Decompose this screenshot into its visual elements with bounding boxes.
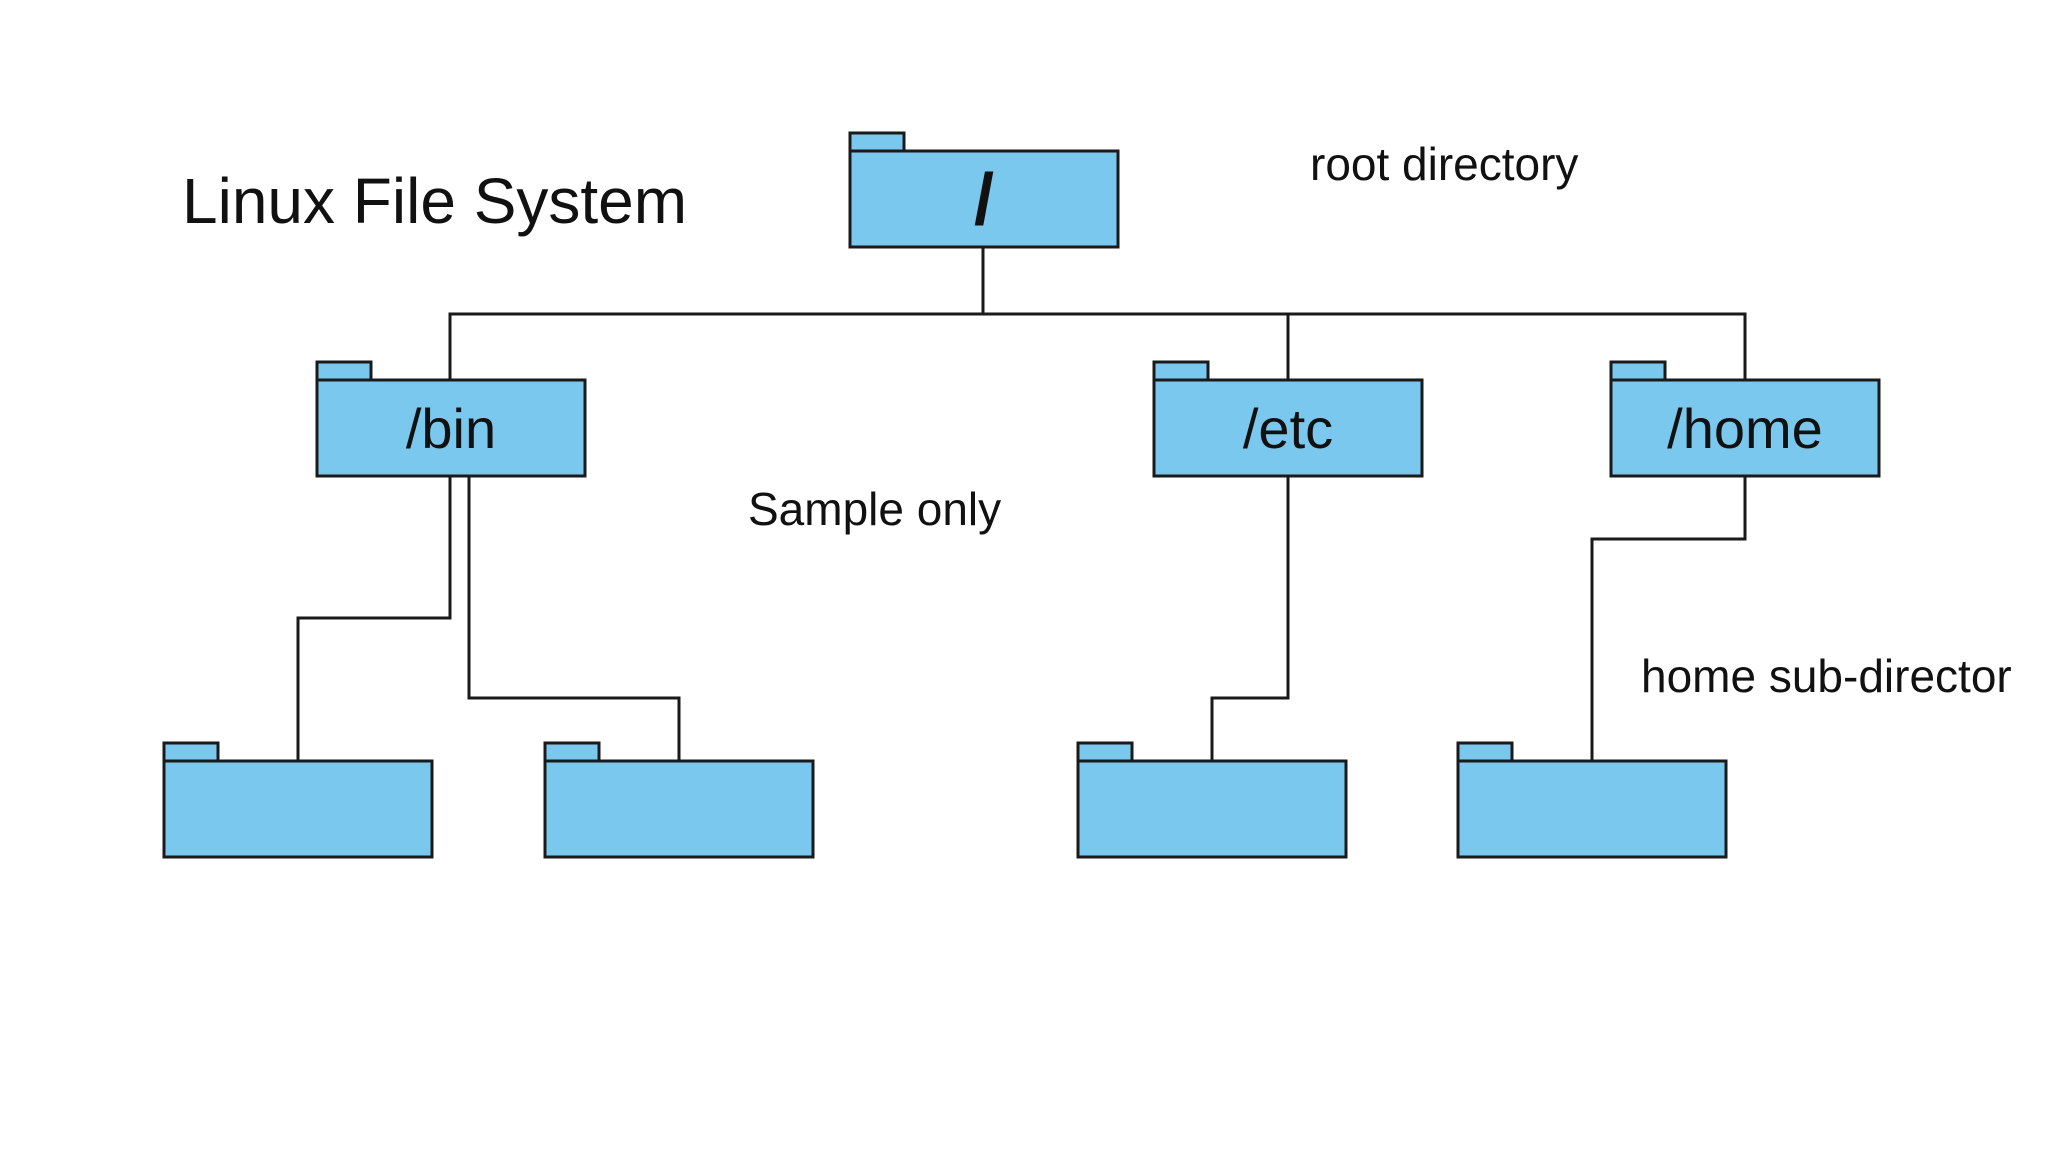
connector-root-to-etc xyxy=(983,312,1290,380)
folder-body-root xyxy=(848,149,1120,249)
folder-tab-etc xyxy=(1152,360,1210,382)
folder-home-sub-1 xyxy=(1456,741,1728,859)
folder-body-etc-sub-1 xyxy=(1076,759,1348,859)
folder-bin-sub-2 xyxy=(543,741,815,859)
folder-label-root: / xyxy=(974,160,994,240)
connector-bin-to-bin-sub-2 xyxy=(467,476,681,761)
folder-body-bin-sub-2 xyxy=(543,759,815,859)
root-directory-annotation: root directory xyxy=(1310,138,1578,190)
connector-bin-to-bin-sub-1 xyxy=(296,476,452,761)
connector-lines xyxy=(296,247,1747,761)
folder-home: /home xyxy=(1609,360,1881,478)
folder-bin-sub-1 xyxy=(162,741,434,859)
folder-etc-sub-1 xyxy=(1076,741,1348,859)
diagram-title: Linux File System xyxy=(182,165,687,237)
folder-tab-home-sub-1 xyxy=(1456,741,1514,763)
folder-root: / xyxy=(848,131,1120,249)
folder-tab-home xyxy=(1609,360,1667,382)
folder-label-bin: /bin xyxy=(406,397,496,460)
folder-etc: /etc xyxy=(1152,360,1424,478)
connector-etc-to-etc-sub-1 xyxy=(1210,476,1290,761)
folder-body-home-sub-1 xyxy=(1456,759,1728,859)
folder-body-home xyxy=(1609,378,1881,478)
connector-root-to-home xyxy=(1288,312,1747,380)
folders: / /bin/etc/home xyxy=(162,131,1881,859)
folder-body-etc xyxy=(1152,378,1424,478)
folder-label-etc: /etc xyxy=(1243,397,1333,460)
folder-tab-bin-sub-1 xyxy=(162,741,220,763)
home-subdirectory-annotation: home sub-director xyxy=(1641,650,2012,702)
folder-tab-bin-sub-2 xyxy=(543,741,601,763)
connector-root-to-bin xyxy=(448,247,985,380)
folder-tab-bin xyxy=(315,360,373,382)
sample-only-annotation: Sample only xyxy=(748,483,1001,535)
folder-bin: /bin xyxy=(315,360,587,478)
folder-body-bin xyxy=(315,378,587,478)
folder-tab-root xyxy=(848,131,906,153)
folder-label-home: /home xyxy=(1667,397,1823,460)
folder-body-bin-sub-1 xyxy=(162,759,434,859)
connector-home-to-home-sub-1 xyxy=(1590,476,1747,761)
folder-tab-etc-sub-1 xyxy=(1076,741,1134,763)
